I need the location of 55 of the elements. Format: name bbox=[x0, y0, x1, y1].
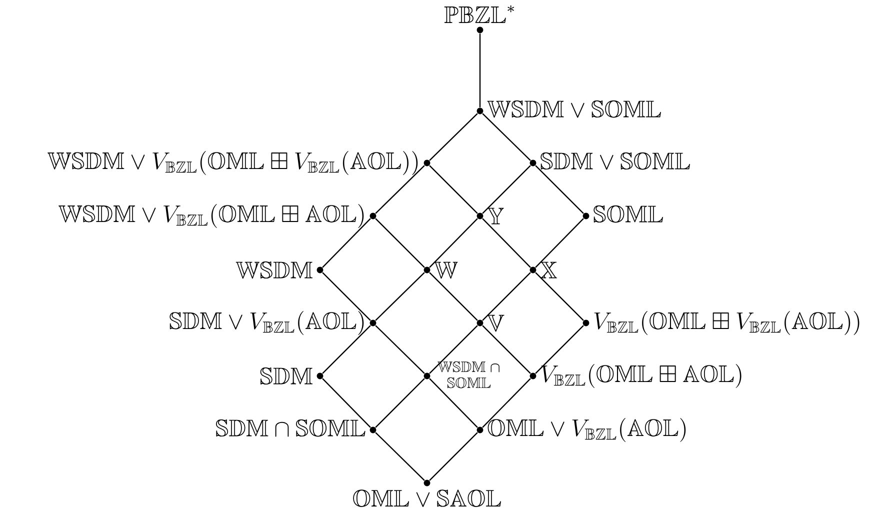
lattice-point: $\mathbb{OML} \vee V_{\mathbb{BZL}}(\mathbb{AOL})$ bbox=[476, 418, 686, 442]
lattice-line bbox=[535, 165, 584, 214]
lattice-point: $\mathbb{SDM}$ bbox=[260, 367, 324, 385]
lattice-line bbox=[479, 34, 481, 108]
lattice-line bbox=[375, 378, 425, 428]
lattice-line bbox=[322, 378, 371, 428]
lattice-point: $\mathbb{Y}$ bbox=[476, 208, 504, 224]
lattice-point: $\mathbb{WSDM} \vee \mathbb{SOML}$ bbox=[476, 100, 661, 118]
lattice-line bbox=[535, 325, 584, 374]
lattice-line bbox=[375, 218, 425, 268]
lattice-line bbox=[535, 272, 584, 321]
lattice-line bbox=[375, 325, 425, 374]
lattice-line bbox=[482, 378, 531, 428]
lattice-line bbox=[429, 165, 478, 214]
node-label: $\mathbb{SDM}$ bbox=[260, 367, 313, 385]
lattice-line bbox=[322, 218, 371, 268]
lattice-line bbox=[535, 218, 584, 268]
lattice-line bbox=[375, 432, 425, 481]
lattice-point: $\mathbb{OML} \vee \mathbb{SAOL}$ bbox=[353, 480, 501, 508]
node-label: $\mathbb{X}$ bbox=[540, 262, 557, 278]
lattice-line bbox=[322, 272, 371, 321]
lattice-line bbox=[429, 272, 478, 321]
lattice-point: $\mathbb{WSDM} \vee V_{\mathbb{BZL}}(\mathbb{OML} \boxplus \mathbb{AOL})$ bbox=[58, 204, 376, 228]
lattice-point: $\mathbb{WSDM} \cap \mathbb{SOML}$ bbox=[424, 361, 500, 388]
lattice-point: $\mathbb{WSDM} \vee V_{\mathbb{BZL}}(\mathbb{OML} \boxplus V_{\mathbb{BZL}}(\mathbb{AOL}))$ bbox=[48, 151, 430, 176]
lattice-line bbox=[482, 218, 531, 268]
node-label: $\mathbb{W}$ bbox=[434, 262, 458, 279]
lattice-line bbox=[429, 325, 478, 374]
lattice-line bbox=[429, 378, 478, 428]
lattice-line bbox=[482, 165, 531, 214]
node-label: $\mathbb{OML} \vee \mathbb{SAOL}$ bbox=[353, 490, 501, 508]
lattice-line bbox=[375, 272, 425, 321]
lattice-point: $\mathbb{WSDM}$ bbox=[236, 261, 324, 279]
node-label: $\mathbb{V}$ bbox=[487, 314, 504, 332]
lattice-line bbox=[482, 272, 531, 321]
lattice-line bbox=[375, 165, 425, 214]
node-label: $\mathbb{WSDM} \cap \mathbb{SOML}$ bbox=[438, 361, 500, 388]
lattice-point: $\mathbb{PBZL}^*$ bbox=[444, 5, 514, 34]
node-label: $\mathbb{PBZL}^*$ bbox=[444, 5, 514, 23]
lattice-point: $\mathbb{SOML}$ bbox=[582, 205, 663, 223]
lattice-line bbox=[429, 113, 478, 161]
lattice-point: $\mathbb{SDM} \vee \mathbb{SOML}$ bbox=[530, 152, 690, 170]
lattice-line bbox=[322, 325, 371, 374]
lattice-point: $\mathbb{X}$ bbox=[530, 262, 557, 278]
lattice-point: $V_{\mathbb{BZL}}(\mathbb{OML} \boxplus V_{\mathbb{BZL}}(\mathbb{AOL}))$ bbox=[582, 311, 860, 336]
lattice-point: $V_{\mathbb{BZL}}(\mathbb{OML} \boxplus \mathbb{AOL})$ bbox=[530, 364, 742, 388]
lattice-line bbox=[429, 218, 478, 268]
lattice-point: $\mathbb{SDM} \vee V_{\mathbb{BZL}}(\mathbb{AOL})$ bbox=[170, 311, 376, 336]
node-label: $\mathbb{Y}$ bbox=[487, 208, 504, 224]
lattice-line bbox=[482, 325, 531, 374]
lattice-point: $\mathbb{W}$ bbox=[424, 262, 458, 279]
lattice-line bbox=[482, 113, 531, 161]
lattice-line bbox=[429, 432, 478, 481]
lattice-point: $\mathbb{V}$ bbox=[476, 314, 504, 332]
lattice-point: $\mathbb{SDM} \cap \mathbb{SOML}$ bbox=[216, 419, 376, 437]
